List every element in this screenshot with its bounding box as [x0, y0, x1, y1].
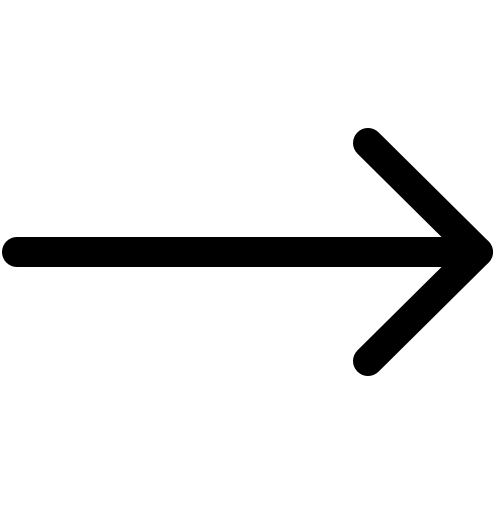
arrow-head: [353, 128, 493, 376]
